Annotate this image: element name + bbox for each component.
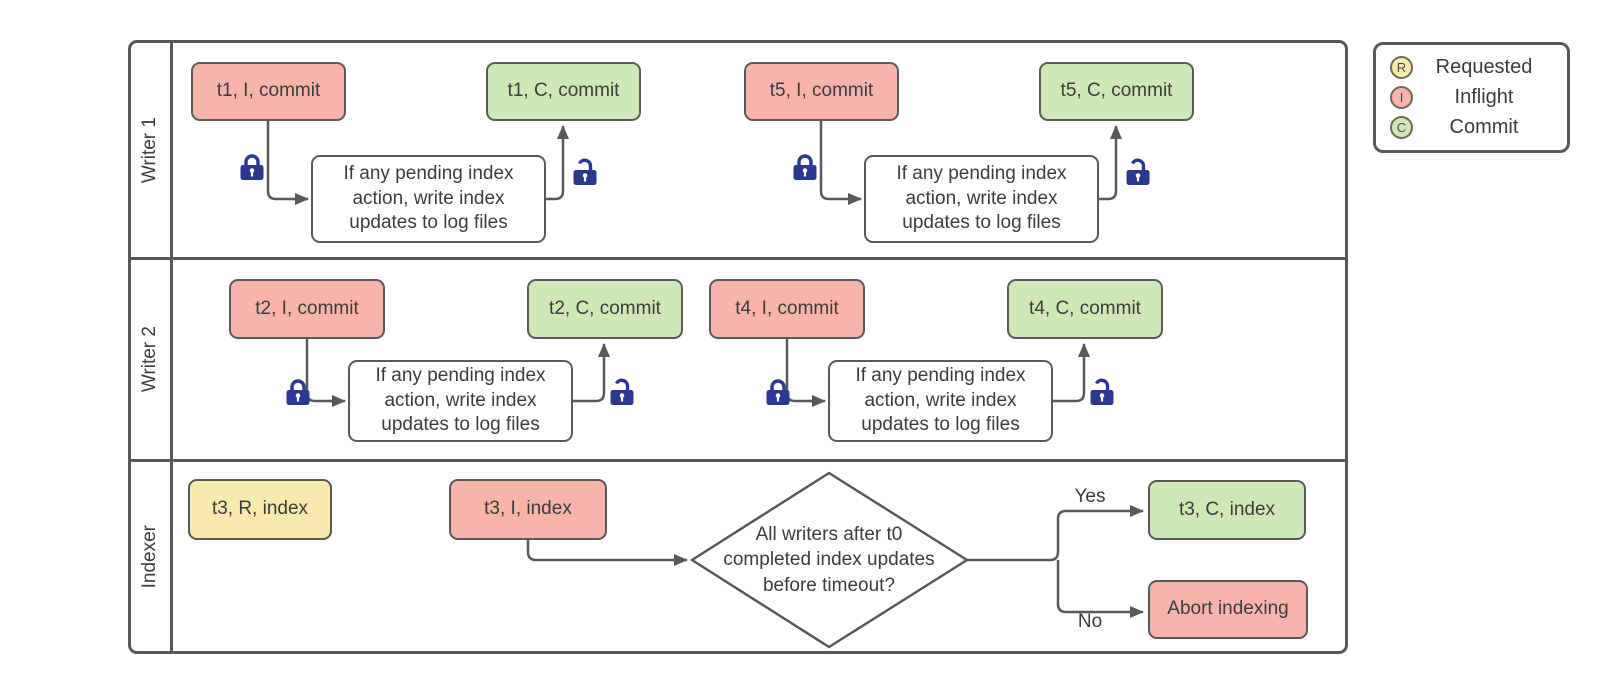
lane-label-writer-2: Writer 2: [139, 326, 160, 393]
node-action-writer2-b[interactable]: If any pending index action, write index…: [828, 360, 1053, 442]
node-t4-commit[interactable]: t4, C, commit: [1007, 279, 1163, 339]
node-t1-inflight[interactable]: t1, I, commit: [191, 62, 346, 121]
legend-item-inflight: I Inflight: [1390, 85, 1555, 110]
node-abort-indexing[interactable]: Abort indexing: [1148, 580, 1308, 639]
node-t5-commit[interactable]: t5, C, commit: [1039, 62, 1194, 121]
requested-state-icon: R: [1390, 56, 1413, 79]
lane-divider-2: [130, 459, 1346, 462]
node-t3-commit[interactable]: t3, C, index: [1148, 480, 1306, 540]
node-t5-inflight[interactable]: t5, I, commit: [744, 62, 899, 121]
legend-label: Inflight: [1454, 86, 1514, 108]
lane-label-writer-1: Writer 1: [139, 116, 160, 184]
legend-item-commit: C Commit: [1390, 115, 1555, 140]
edge-label-yes: Yes: [1074, 486, 1106, 507]
legend: R Requested I Inflight C Commit: [1373, 42, 1570, 153]
commit-state-icon: C: [1390, 116, 1413, 139]
legend-item-requested: R Requested: [1390, 55, 1555, 80]
node-action-writer2-a[interactable]: If any pending index action, write index…: [348, 360, 573, 442]
node-t2-inflight[interactable]: t2, I, commit: [229, 279, 385, 339]
node-decision[interactable]: All writers after t0 completed index upd…: [723, 524, 935, 596]
inflight-state-icon: I: [1390, 86, 1413, 109]
lane-divider-1: [130, 257, 1346, 260]
node-t4-inflight[interactable]: t4, I, commit: [709, 279, 865, 339]
node-t3-inflight[interactable]: t3, I, index: [449, 479, 607, 540]
node-t1-commit[interactable]: t1, C, commit: [486, 62, 641, 121]
lane-label-indexer: Indexer: [139, 525, 160, 589]
node-action-writer1-a[interactable]: If any pending index action, write index…: [311, 155, 546, 243]
legend-label: Requested: [1435, 56, 1533, 78]
node-t2-commit[interactable]: t2, C, commit: [527, 279, 683, 339]
node-action-writer1-b[interactable]: If any pending index action, write index…: [864, 155, 1099, 243]
lane-label-column-divider: [170, 42, 173, 652]
node-t3-requested[interactable]: t3, R, index: [188, 479, 332, 540]
edge-label-no: No: [1077, 611, 1103, 632]
legend-label: Commit: [1449, 116, 1519, 138]
